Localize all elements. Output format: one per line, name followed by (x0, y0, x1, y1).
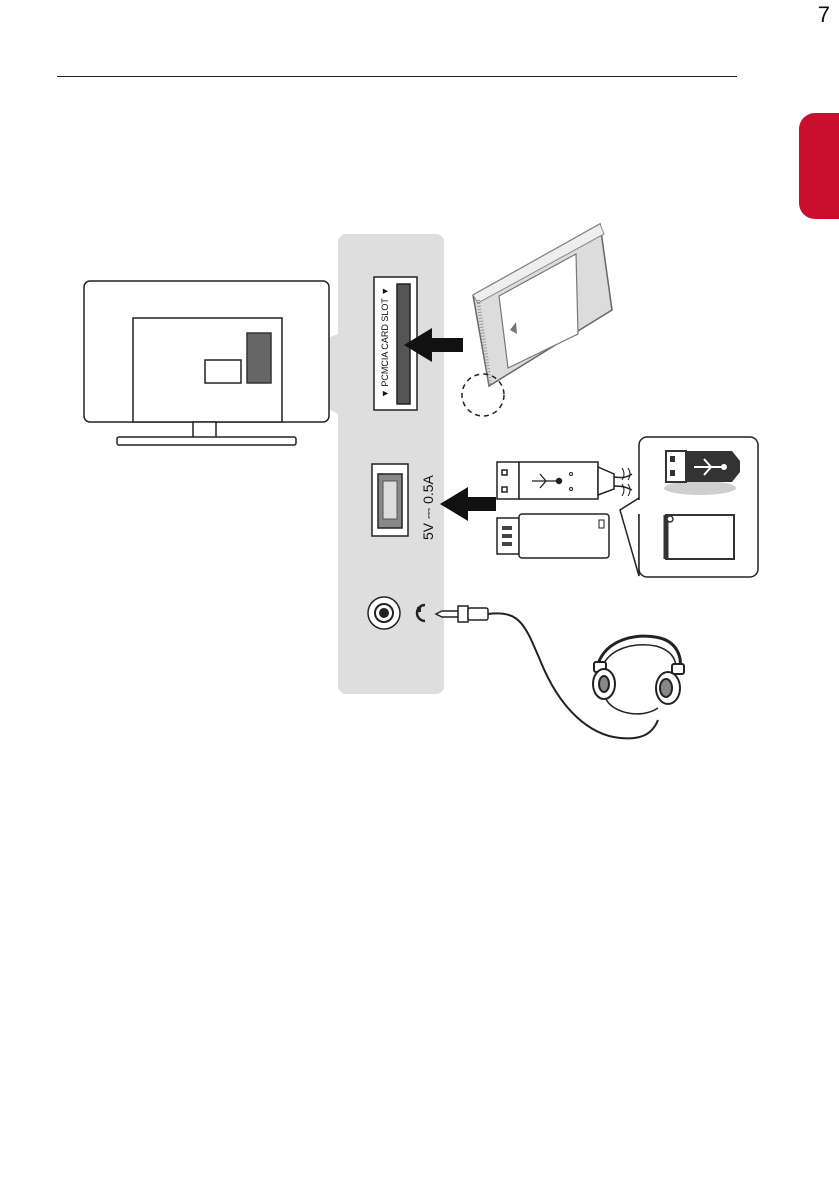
usb-symbol-icon (666, 451, 740, 482)
tv-rear-icon (84, 281, 338, 445)
usb-port[interactable]: 5V ⎓ 0.5A (372, 464, 436, 540)
usb-stick-icon (497, 514, 609, 558)
headphone-plug (436, 606, 658, 738)
usb-plug-icon (497, 462, 632, 499)
usb-rating-label: 5V ⎓ 0.5A (420, 474, 436, 540)
headphones-icon (593, 636, 684, 714)
ci-module-card-icon (462, 224, 612, 416)
pcmcia-slot-label: ▼ PCMCIA CARD SLOT ▼ (380, 287, 390, 398)
memory-card-icon (666, 515, 734, 559)
usb-device-callout (620, 437, 758, 577)
insert-usb-arrow (440, 487, 496, 521)
